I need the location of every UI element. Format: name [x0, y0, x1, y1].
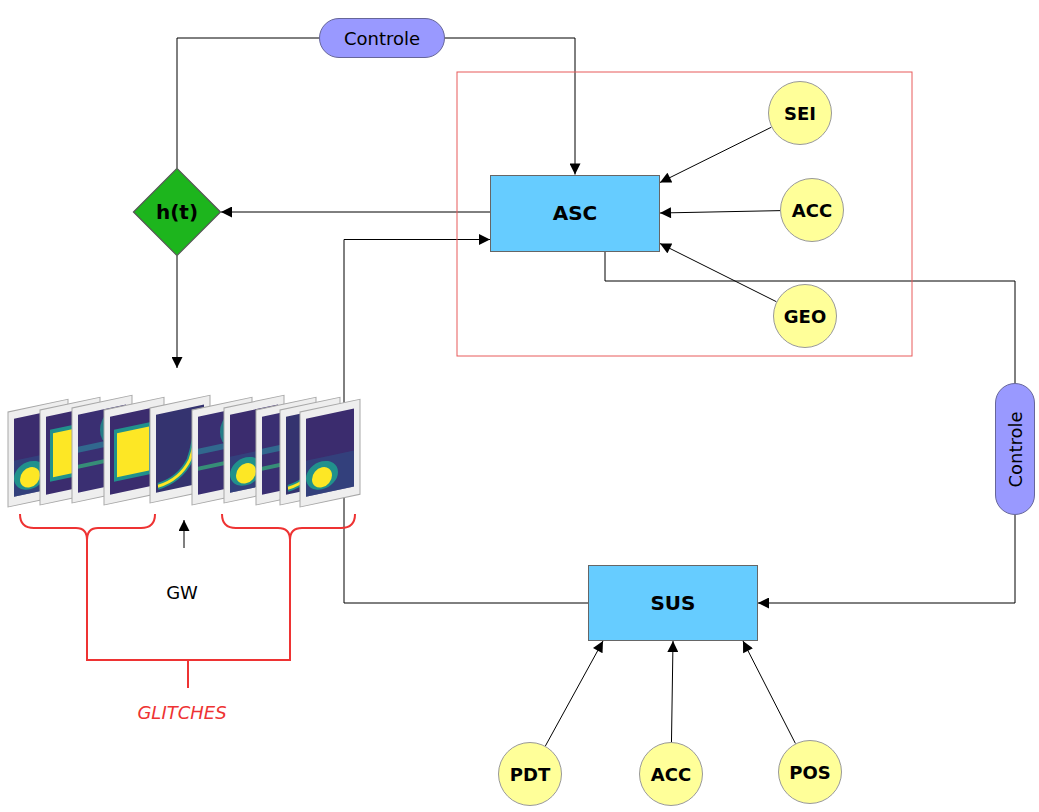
control-pill: Controle [319, 18, 445, 58]
sensor-circle: SEI [768, 81, 832, 145]
node-text: PDT [510, 764, 550, 785]
process-box: SUS [588, 565, 758, 641]
node-text: GEO [784, 306, 826, 327]
process-box: ASC [490, 175, 660, 252]
connector [743, 641, 795, 744]
connector [758, 515, 1015, 603]
decision-diamond: h(t) [133, 168, 221, 256]
connector [660, 211, 780, 213]
glitch-bracket [20, 514, 155, 540]
control-pill: Controle [995, 383, 1035, 515]
sensor-circle: GEO [773, 284, 837, 348]
spectrogram-card [300, 399, 360, 507]
sensor-circle: ACC [639, 742, 703, 806]
node-text: ASC [553, 201, 598, 225]
node-text: h(t) [156, 200, 198, 224]
connector [605, 252, 1015, 384]
node-text: POS [789, 762, 830, 783]
connector [545, 641, 603, 746]
connector [660, 244, 776, 302]
node-text: ACC [792, 200, 832, 221]
node-text: SEI [784, 103, 816, 124]
signal-label: GW [166, 582, 198, 603]
output-arrow [177, 256, 178, 368]
sensor-circle: PDT [498, 742, 562, 806]
diamond-shape [133, 168, 220, 255]
node-text: Controle [344, 28, 420, 49]
gw-pointer [184, 520, 185, 548]
glitch-bracket [222, 514, 355, 540]
node-text: ACC [651, 764, 691, 785]
connector [671, 641, 673, 742]
connector [445, 38, 575, 175]
connector [344, 240, 588, 604]
glitch-leader [87, 540, 290, 688]
node-text: Controle [1005, 411, 1026, 487]
node-text: SUS [650, 591, 695, 615]
group-label: GLITCHES [137, 702, 226, 723]
subsystem-region [457, 72, 912, 356]
sensor-circle: ACC [780, 178, 844, 242]
connector [221, 212, 490, 213]
connector [660, 127, 771, 182]
connector [177, 38, 319, 168]
sensor-circle: POS [778, 740, 842, 804]
